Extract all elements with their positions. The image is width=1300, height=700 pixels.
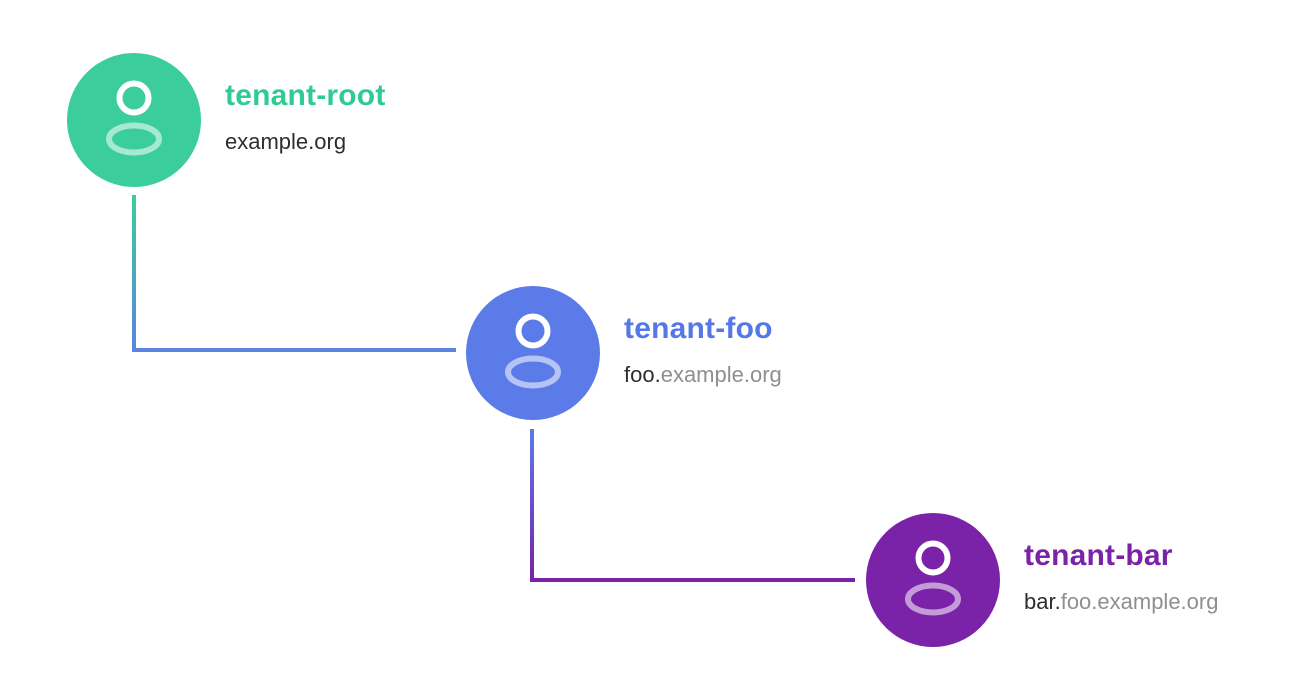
tenant-foo-text: tenant-foo foo.example.org xyxy=(624,286,782,388)
tenant-domain-own: example.org xyxy=(225,129,347,154)
tenant-node-bar: tenant-bar bar.foo.example.org xyxy=(866,513,1218,647)
tenant-node-root: tenant-root example.org xyxy=(67,53,386,187)
tenant-domain-inherited: example.org xyxy=(660,362,782,387)
connector-root-to-foo xyxy=(132,195,456,352)
tenant-domain-own: foo. xyxy=(624,362,661,387)
tenant-domain-inherited: foo.example.org xyxy=(1060,589,1219,614)
connector-foo-to-bar xyxy=(530,429,855,582)
tenant-name: tenant-root xyxy=(225,79,386,112)
tenant-domain-own: bar. xyxy=(1024,589,1061,614)
tenant-foo-avatar xyxy=(466,286,600,420)
person-icon xyxy=(106,80,162,156)
tenant-bar-avatar xyxy=(866,513,1000,647)
tenant-node-foo: tenant-foo foo.example.org xyxy=(466,286,782,420)
tenant-name: tenant-bar xyxy=(1024,539,1173,572)
tenant-root-text: tenant-root example.org xyxy=(225,53,386,155)
tenant-domain: bar.foo.example.org xyxy=(1024,589,1218,615)
tenant-bar-text: tenant-bar bar.foo.example.org xyxy=(1024,513,1218,615)
tenant-domain: example.org xyxy=(225,129,386,155)
person-icon xyxy=(905,540,961,616)
tenant-domain: foo.example.org xyxy=(624,362,782,388)
tenant-name: tenant-foo xyxy=(624,312,773,345)
tenant-root-avatar xyxy=(67,53,201,187)
person-icon xyxy=(505,313,561,389)
